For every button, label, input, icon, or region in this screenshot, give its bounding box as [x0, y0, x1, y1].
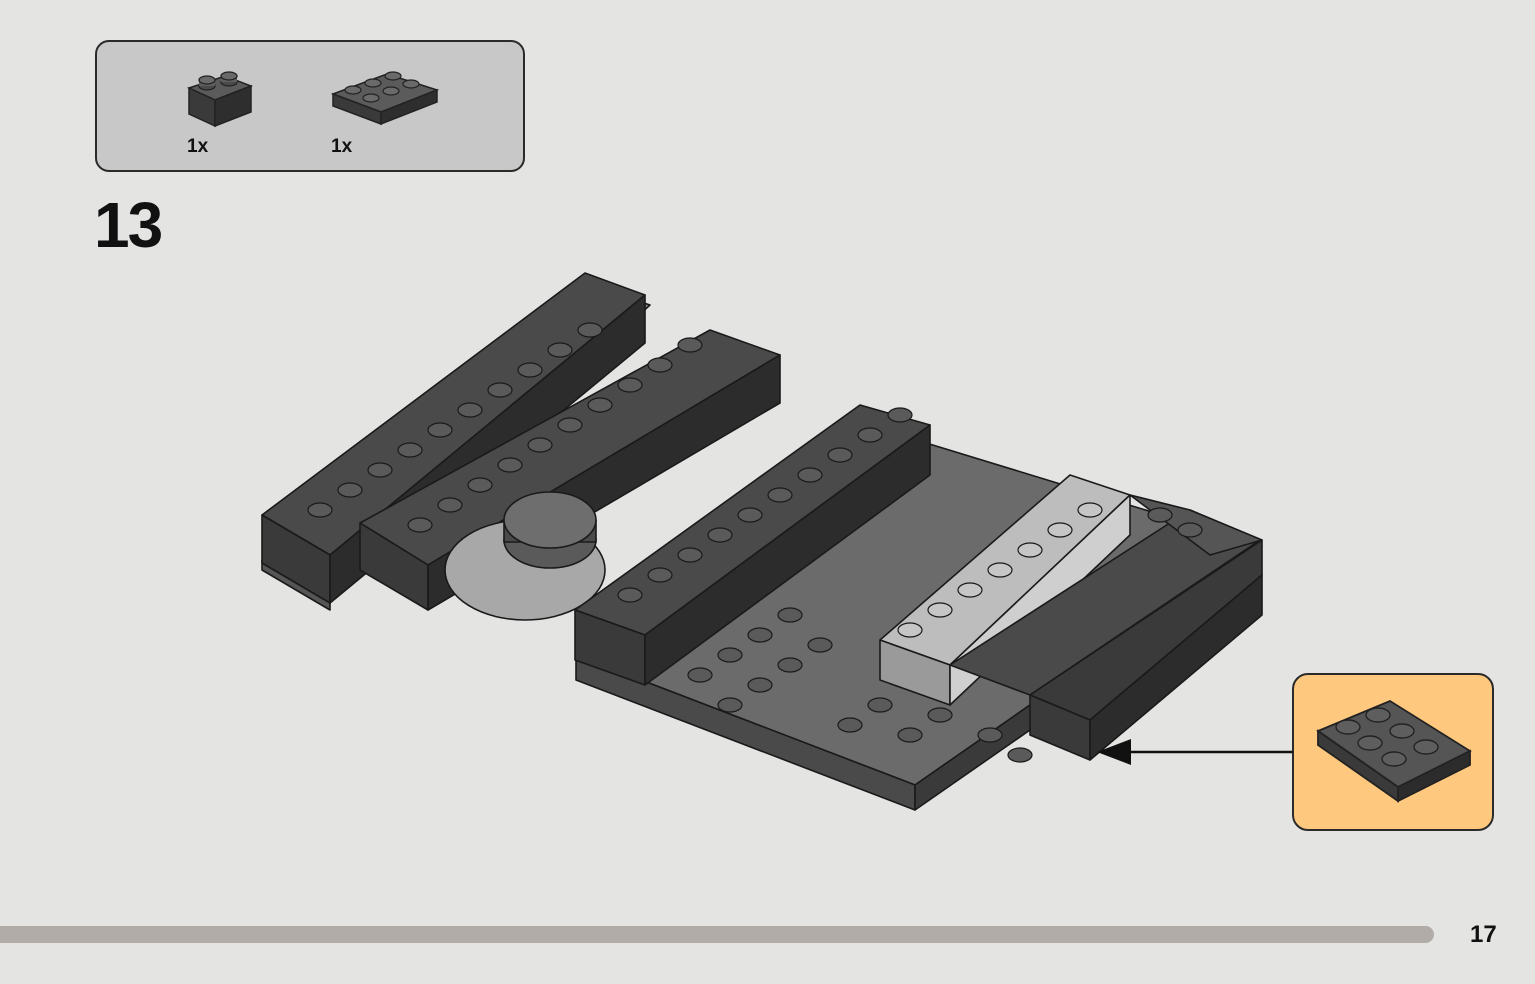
page-number: 17: [1470, 921, 1497, 948]
model-illustration: [261, 272, 1263, 811]
placement-arrow-icon: [1097, 739, 1293, 765]
progress-bar: [0, 926, 1434, 943]
plate-2x3-icon: [1316, 699, 1472, 803]
brick-1x2-icon: [186, 71, 254, 128]
part-qty-brick: 1x: [187, 136, 209, 157]
step-number: 13: [94, 189, 163, 261]
parts-list-box: 1x 1x: [95, 40, 525, 172]
new-part-callout: [1292, 673, 1494, 831]
plate-2x3-icon: [330, 71, 440, 126]
part-qty-plate: 1x: [331, 136, 353, 157]
